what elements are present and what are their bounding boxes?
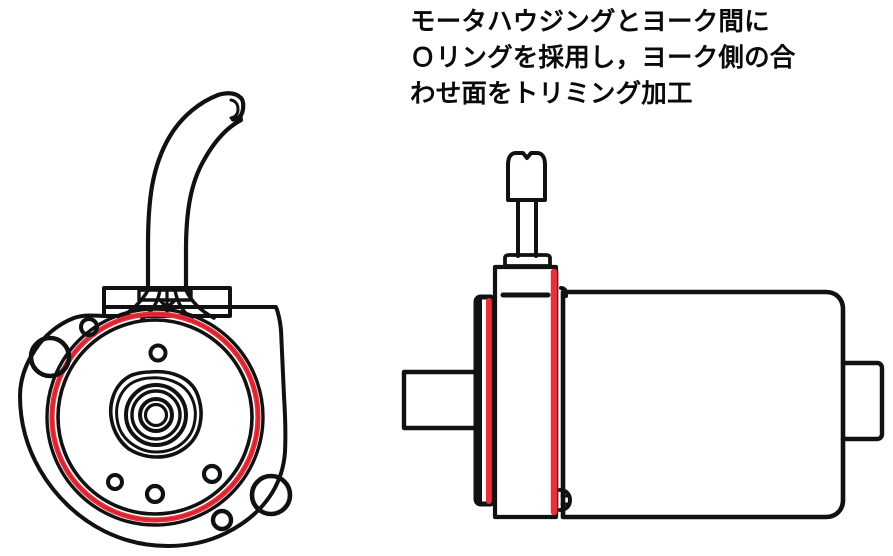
yoke-barrel bbox=[560, 289, 846, 520]
motor-end-view bbox=[18, 91, 293, 548]
yoke-mating-tab-bottom bbox=[558, 488, 572, 512]
housing-flange-outline bbox=[18, 305, 288, 548]
o-ring-line-rear bbox=[550, 268, 559, 516]
output-shaft bbox=[401, 369, 479, 431]
motor-side-view bbox=[401, 151, 885, 520]
yoke-mating-tab-top bbox=[559, 286, 568, 298]
connector-cap bbox=[506, 151, 547, 202]
cable-harness bbox=[145, 91, 246, 293]
annotation-caption: モータハウジングとヨーク間に Ｏリングを採用し，ヨーク側の合 わせ面をトリミング… bbox=[410, 7, 796, 110]
o-ring-line-front bbox=[486, 298, 493, 504]
terminal-block bbox=[102, 286, 232, 310]
splined-hub bbox=[108, 369, 203, 459]
yoke-rear-boss bbox=[840, 360, 885, 442]
o-ring-seal-circle bbox=[49, 311, 261, 523]
connector-base-collar bbox=[503, 253, 552, 268]
connector-neck bbox=[516, 198, 538, 258]
bearing-boss-circle bbox=[45, 307, 265, 527]
mounting-hole-lower-right bbox=[249, 473, 293, 517]
motor-housing-block bbox=[492, 264, 559, 520]
small-bolt-holes bbox=[79, 317, 234, 532]
mounting-hole-upper-left bbox=[28, 335, 72, 379]
